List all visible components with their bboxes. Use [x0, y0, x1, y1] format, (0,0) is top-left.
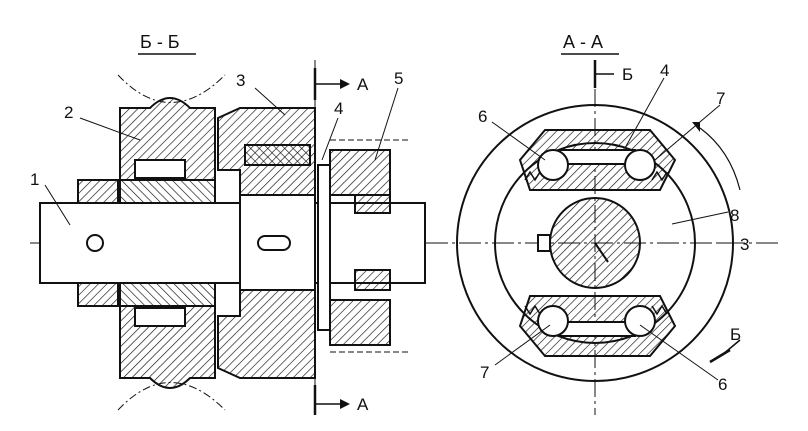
callout-6-top: 6	[478, 107, 487, 126]
callout-7-top: 7	[716, 89, 725, 108]
right-section-view	[456, 60, 741, 382]
cover-part	[329, 149, 391, 196]
callout-3-right: 3	[740, 235, 749, 254]
callout-5: 5	[394, 69, 403, 88]
callout-7-bottom: 7	[480, 363, 489, 382]
callout-4-left: 4	[334, 99, 343, 118]
callout-1: 1	[30, 170, 39, 189]
section-title-right: А - А	[561, 32, 619, 55]
callout-8: 8	[730, 206, 739, 225]
callout-6-bottom: 6	[718, 375, 727, 394]
callout-3-left: 3	[236, 71, 245, 90]
cut-mark-b-top: Б	[622, 65, 633, 84]
cut-mark-b-bottom: Б	[730, 325, 741, 344]
svg-text:А - А: А - А	[563, 32, 603, 52]
cut-mark-a-top: А	[357, 75, 369, 94]
callout-4-right: 4	[660, 61, 669, 80]
hub	[239, 194, 316, 291]
cut-mark-a-bottom: А	[357, 395, 369, 414]
left-section-view	[39, 68, 426, 415]
callout-2: 2	[64, 103, 73, 122]
svg-text:Б - Б: Б - Б	[140, 32, 180, 52]
section-title-left: Б - Б	[138, 32, 196, 55]
